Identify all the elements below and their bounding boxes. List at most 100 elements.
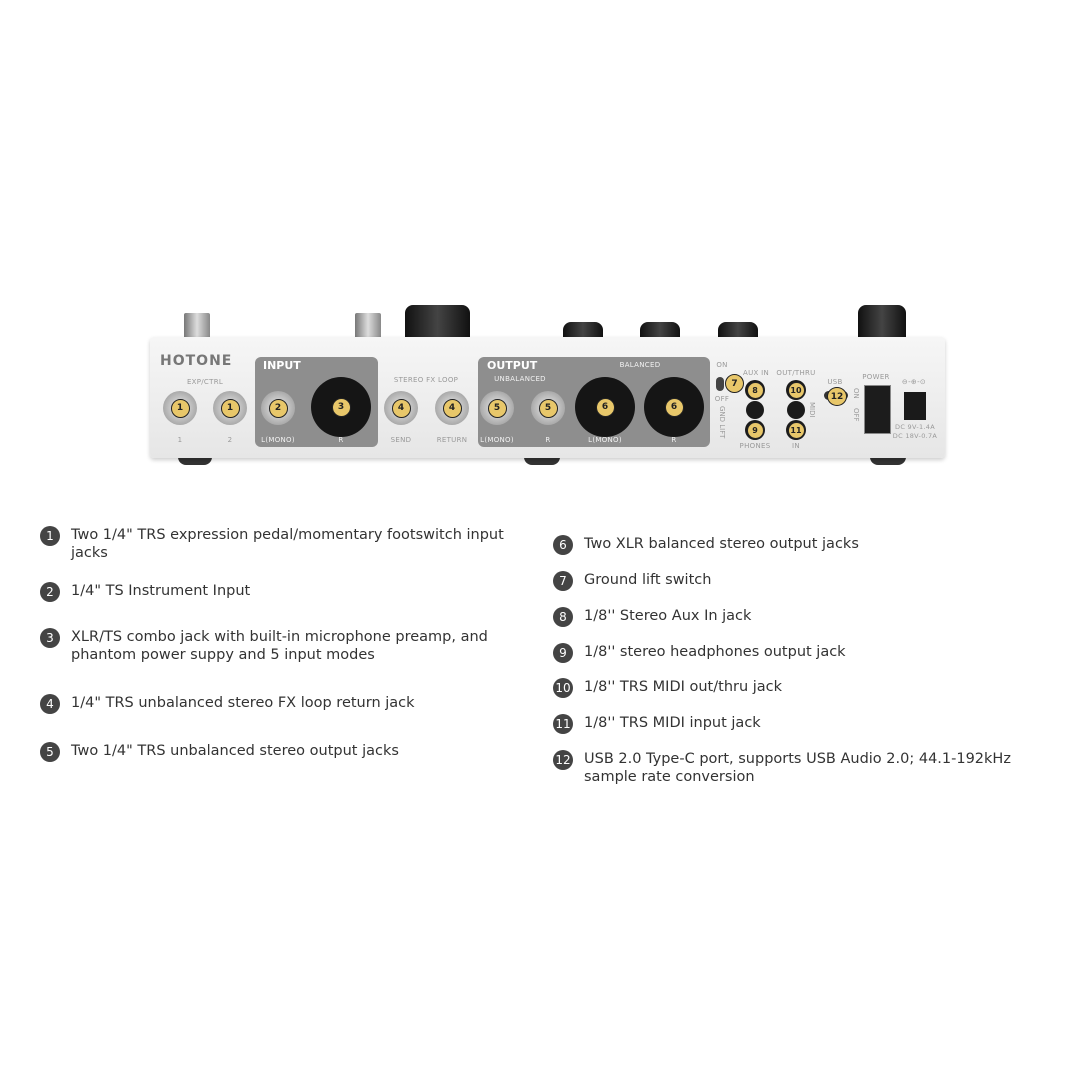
dc-rating-1: DC 9V-1.4A bbox=[895, 423, 935, 431]
badge-5: 5 bbox=[538, 398, 558, 418]
legend-number: 9 bbox=[553, 643, 573, 663]
legend-item: 11 1/8'' TRS MIDI input jack bbox=[553, 714, 1053, 750]
bal-r-label: R bbox=[671, 436, 677, 444]
exp1-label: 1 bbox=[177, 436, 183, 444]
legend-text: Two 1/4" TRS expression pedal/momentary … bbox=[71, 527, 504, 561]
knob bbox=[718, 322, 758, 338]
badge-4: 4 bbox=[391, 398, 411, 418]
phones-label: PHONES bbox=[739, 442, 771, 450]
fx-return-jack: 4 bbox=[435, 391, 469, 425]
unbalanced-label: UNBALANCED bbox=[494, 375, 546, 383]
legend-text: XLR/TS combo jack with built-in micropho… bbox=[71, 629, 488, 663]
exp-jack-1: 1 bbox=[163, 391, 197, 425]
footswitch-stem bbox=[184, 313, 210, 339]
exp-ctrl-label: EXP/CTRL bbox=[186, 378, 224, 386]
legend-item: 8 1/8'' Stereo Aux In jack bbox=[553, 607, 1053, 643]
legend-text: 1/8'' TRS MIDI out/thru jack bbox=[584, 679, 783, 695]
exp-jack-2: 1 bbox=[213, 391, 247, 425]
power-label: POWER bbox=[862, 373, 890, 381]
in-label: IN bbox=[792, 442, 800, 450]
balanced-label: BALANCED bbox=[619, 361, 661, 369]
legend-text: 1/8'' stereo headphones output jack bbox=[584, 644, 846, 660]
legend-number: 12 bbox=[553, 750, 573, 770]
legend-number: 4 bbox=[40, 694, 60, 714]
badge-1: 1 bbox=[170, 398, 190, 418]
input-r-label: R bbox=[338, 436, 344, 444]
knob bbox=[640, 322, 680, 338]
legend-item: 7 Ground lift switch bbox=[553, 571, 1053, 607]
legend-number: 5 bbox=[40, 742, 60, 762]
badge-6: 6 bbox=[664, 397, 684, 417]
badge-11: 11 bbox=[787, 421, 805, 439]
legend-number: 8 bbox=[553, 607, 573, 627]
power-on-label: ON bbox=[852, 388, 860, 399]
legend-text: Two XLR balanced stereo output jacks bbox=[584, 536, 859, 552]
power-off-label: OFF bbox=[852, 408, 860, 422]
footswitch-stem bbox=[355, 313, 381, 339]
legend-item: 10 1/8'' TRS MIDI out/thru jack bbox=[553, 678, 1053, 714]
jack bbox=[787, 401, 805, 419]
badge-2: 2 bbox=[268, 398, 288, 418]
legend-number: 11 bbox=[553, 714, 573, 734]
legend-text: 1/4" TS Instrument Input bbox=[71, 583, 251, 599]
legend-item: 1 Two 1/4" TRS expression pedal/momentary… bbox=[40, 526, 510, 582]
dc-rating-2: DC 18V-0.7A bbox=[892, 432, 938, 440]
aux-in-jack: 8 bbox=[745, 380, 765, 400]
midi-label: MIDI bbox=[808, 402, 816, 418]
out-thru-label: OUT/THRU bbox=[776, 369, 816, 377]
legend-text: 1/8'' Stereo Aux In jack bbox=[584, 608, 752, 624]
legend-number: 3 bbox=[40, 628, 60, 648]
return-label: RETURN bbox=[436, 436, 468, 444]
legend-number: 2 bbox=[40, 582, 60, 602]
send-label: SEND bbox=[390, 436, 412, 444]
usb-label: USB bbox=[827, 378, 843, 386]
fx-loop-label: STEREO FX LOOP bbox=[393, 376, 459, 384]
legend-item: 3 XLR/TS combo jack with built-in microph… bbox=[40, 628, 510, 694]
badge-5: 5 bbox=[487, 398, 507, 418]
foot bbox=[524, 457, 560, 465]
out-r-label: R bbox=[545, 436, 551, 444]
legend-text: 1/8'' TRS MIDI input jack bbox=[584, 715, 761, 731]
knob bbox=[563, 322, 603, 338]
ground-lift-switch[interactable] bbox=[716, 377, 724, 391]
legend-text: Two 1/4" TRS unbalanced stereo output ja… bbox=[71, 743, 399, 759]
out-l-label: L(MONO) bbox=[480, 436, 514, 444]
exp2-label: 2 bbox=[227, 436, 233, 444]
badge-1: 1 bbox=[220, 398, 240, 418]
bal-l-label: L(MONO) bbox=[588, 436, 622, 444]
power-switch[interactable] bbox=[864, 385, 891, 434]
output-title: OUTPUT bbox=[487, 359, 538, 372]
instrument-input-jack: 2 bbox=[261, 391, 295, 425]
legend-number: 1 bbox=[40, 526, 60, 546]
badge-4: 4 bbox=[442, 398, 462, 418]
legend-item: 2 1/4" TS Instrument Input bbox=[40, 582, 510, 628]
dc-power-jack bbox=[904, 392, 926, 420]
legend-item: 9 1/8'' stereo headphones output jack bbox=[553, 643, 1053, 678]
xlr-out-l: 6 bbox=[575, 377, 635, 437]
legend-number: 7 bbox=[553, 571, 573, 591]
midi-out-jack: 10 bbox=[786, 380, 806, 400]
gnd-lift-label: GND LIFT bbox=[718, 406, 726, 439]
phones-jack: 9 bbox=[745, 420, 765, 440]
foot bbox=[178, 457, 212, 465]
midi-in-jack: 11 bbox=[786, 420, 806, 440]
legend-text: USB 2.0 Type-C port, supports USB Audio … bbox=[584, 751, 1011, 785]
badge-3: 3 bbox=[331, 397, 351, 417]
input-l-label: L(MONO) bbox=[261, 436, 295, 444]
badge-8: 8 bbox=[746, 381, 764, 399]
dc-polarity-symbol: ⊖-⊕-⊙ bbox=[901, 378, 927, 386]
jack bbox=[746, 401, 764, 419]
output-r-jack: 5 bbox=[531, 391, 565, 425]
legend-text: Ground lift switch bbox=[584, 572, 712, 588]
badge-10: 10 bbox=[787, 381, 805, 399]
legend-number: 10 bbox=[553, 678, 573, 698]
knob bbox=[405, 305, 470, 338]
legend-item: 5 Two 1/4" TRS unbalanced stereo output j… bbox=[40, 742, 510, 762]
fx-send-jack: 4 bbox=[384, 391, 418, 425]
gnd-off-label: OFF bbox=[714, 395, 730, 403]
foot bbox=[870, 457, 906, 465]
xlr-out-r: 6 bbox=[644, 377, 704, 437]
